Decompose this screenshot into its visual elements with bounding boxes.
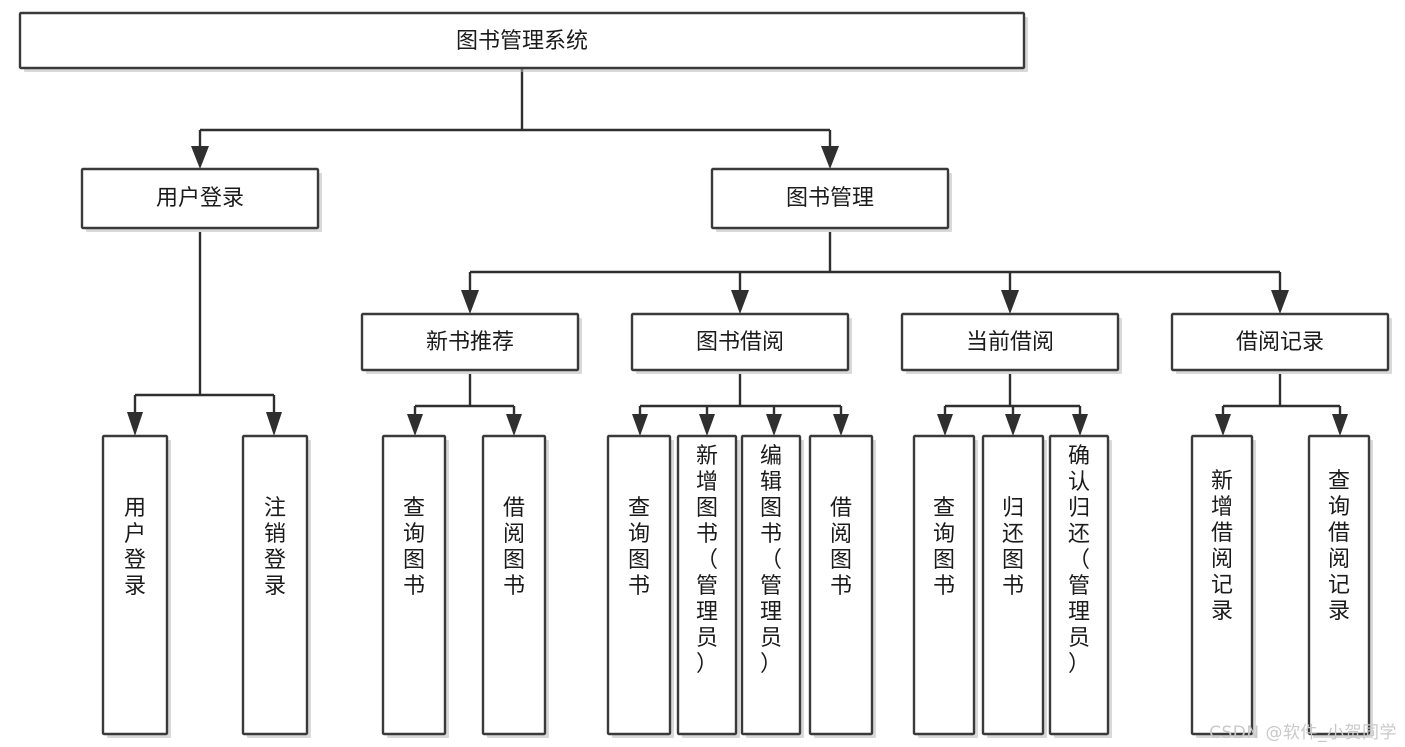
node-leaf-query-book-3-box[interactable] — [912, 434, 976, 736]
node-leaf-query-book-2-label: 查询图书 — [628, 496, 650, 599]
node-leaf-edit-book[interactable]: 编辑图书（管理员） — [740, 434, 804, 738]
arrow-to-new-book — [461, 290, 479, 314]
arrow-root-to-book-manage — [821, 146, 839, 169]
arrow-borrow-record-leaf-1 — [1215, 414, 1231, 436]
node-leaf-borrow-book-1-label: 借阅图书 — [503, 496, 525, 599]
node-leaf-user-login-box[interactable] — [101, 434, 169, 736]
node-book-borrow-label: 图书借阅 — [696, 330, 784, 355]
node-leaf-query-book-2[interactable]: 查询图书 — [606, 434, 674, 738]
node-book-borrow[interactable]: 图书借阅 — [630, 312, 852, 374]
node-leaf-borrow-book-2-label: 借阅图书 — [830, 496, 852, 599]
node-new-book-recommend-box[interactable] — [360, 312, 580, 372]
node-new-book-recommend[interactable]: 新书推荐 — [360, 312, 582, 374]
arrow-root-to-user-login — [191, 146, 209, 169]
arrow-to-current-borrow — [1001, 290, 1019, 314]
node-root-label: 图书管理系统 — [456, 29, 588, 54]
arrow-current-borrow-leaf-2 — [1005, 414, 1021, 436]
node-leaf-return-book-box[interactable] — [981, 434, 1045, 736]
arrow-user-login-leaf-1 — [127, 412, 143, 436]
node-borrow-record-box[interactable] — [1170, 312, 1390, 372]
node-book-borrow-box[interactable] — [630, 312, 850, 372]
node-user-login-label: 用户登录 — [156, 186, 244, 211]
node-leaf-add-book-box[interactable] — [676, 434, 738, 736]
node-leaf-user-logout[interactable]: 注销登录 — [241, 434, 311, 738]
node-leaf-confirm-return[interactable]: 确认归还（管理员） — [1048, 434, 1112, 738]
node-current-borrow-box[interactable] — [900, 312, 1120, 372]
node-leaf-query-book-1-label: 查询图书 — [403, 496, 425, 599]
node-borrow-record[interactable]: 借阅记录 — [1170, 312, 1392, 374]
node-leaf-add-record-label: 新增借阅记录 — [1211, 469, 1233, 624]
node-borrow-record-label: 借阅记录 — [1236, 330, 1324, 355]
arrow-new-book-leaf-2 — [506, 414, 522, 436]
node-leaf-query-book-1[interactable]: 查询图书 — [381, 434, 449, 738]
arrow-book-borrow-leaf-1 — [632, 414, 648, 436]
node-leaf-return-book-label: 归还图书 — [1002, 496, 1024, 599]
csdn-watermark: CSDN @软件_小贺同学 — [1209, 723, 1397, 743]
arrow-current-borrow-leaf-1 — [937, 414, 953, 436]
node-leaf-add-record-box[interactable] — [1190, 434, 1254, 736]
node-leaf-confirm-return-label: 确认归还（管理员） — [1068, 444, 1090, 677]
arrow-current-borrow-leaf-3 — [1072, 414, 1088, 436]
arrow-to-borrow-record — [1271, 290, 1289, 314]
arrow-book-borrow-leaf-4 — [833, 414, 849, 436]
node-leaf-confirm-return-box[interactable] — [1048, 434, 1110, 736]
node-leaf-user-login[interactable]: 用户登录 — [101, 434, 171, 738]
node-new-book-recommend-label: 新书推荐 — [426, 330, 514, 355]
node-leaf-query-record-label: 查询借阅记录 — [1328, 469, 1350, 624]
arrow-to-book-borrow — [731, 290, 749, 314]
node-leaf-query-record[interactable]: 查询借阅记录 — [1307, 434, 1373, 738]
arrow-book-borrow-leaf-2 — [699, 414, 715, 436]
node-leaf-add-book[interactable]: 新增图书（管理员） — [676, 434, 740, 738]
node-leaf-borrow-book-1[interactable]: 借阅图书 — [481, 434, 549, 738]
node-leaf-query-book-1-box[interactable] — [381, 434, 447, 736]
node-leaf-edit-book-label: 编辑图书（管理员） — [760, 444, 782, 677]
node-leaf-user-login-label: 用户登录 — [124, 496, 146, 599]
node-leaf-add-book-label: 新增图书（管理员） — [696, 444, 718, 677]
node-book-manage-box[interactable] — [710, 167, 950, 230]
node-leaf-user-logout-label: 注销登录 — [264, 496, 286, 599]
arrow-book-borrow-leaf-3 — [766, 414, 782, 436]
node-current-borrow[interactable]: 当前借阅 — [900, 312, 1122, 374]
node-leaf-query-record-box[interactable] — [1307, 434, 1371, 736]
node-root-box[interactable] — [18, 11, 1026, 70]
node-leaf-user-logout-box[interactable] — [241, 434, 309, 736]
connector-layer — [127, 68, 1348, 436]
node-leaf-borrow-book-2[interactable]: 借阅图书 — [808, 434, 876, 738]
node-leaf-add-record[interactable]: 新增借阅记录 — [1190, 434, 1256, 738]
node-current-borrow-label: 当前借阅 — [966, 330, 1054, 355]
node-leaf-query-book-3-label: 查询图书 — [933, 496, 955, 599]
node-leaf-edit-book-box[interactable] — [740, 434, 802, 736]
node-leaf-borrow-book-1-box[interactable] — [481, 434, 547, 736]
node-leaf-borrow-book-2-box[interactable] — [808, 434, 874, 736]
arrow-borrow-record-leaf-2 — [1332, 414, 1348, 436]
node-user-login[interactable]: 用户登录 — [80, 167, 322, 232]
arrow-new-book-leaf-1 — [407, 414, 423, 436]
node-leaf-query-book-3[interactable]: 查询图书 — [912, 434, 978, 738]
node-root[interactable]: 图书管理系统 — [18, 11, 1028, 72]
node-leaf-query-book-2-box[interactable] — [606, 434, 672, 736]
node-leaf-return-book[interactable]: 归还图书 — [981, 434, 1047, 738]
node-book-manage[interactable]: 图书管理 — [710, 167, 952, 232]
node-user-login-box[interactable] — [80, 167, 320, 230]
node-book-manage-label: 图书管理 — [786, 186, 874, 211]
arrow-user-login-leaf-2 — [266, 412, 282, 436]
